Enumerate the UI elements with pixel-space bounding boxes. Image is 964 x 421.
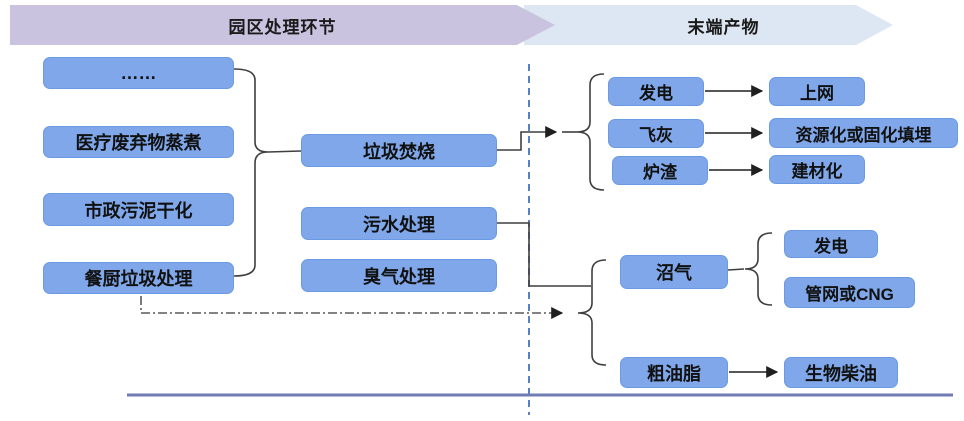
node-product-slag: 炉渣 [612, 156, 708, 185]
brace-kitchen-products [577, 259, 607, 366]
node-product-grease: 粗油脂 [620, 357, 728, 388]
arrow-incineration-to-products [497, 126, 558, 151]
brace-incineration-products [576, 73, 605, 191]
dashdot-kitchen-to-biogas-group [140, 296, 564, 319]
brace-sources-group [233, 68, 269, 277]
node-dest-building-materials: 建材化 [769, 155, 865, 184]
node-biogas-use-pipeline-cng: 管网或CNG [784, 277, 915, 308]
node-product-flyash: 飞灰 [608, 119, 704, 148]
banner-process-stage-label: 园区处理环节 [228, 17, 337, 37]
node-biogas-use-power: 发电 [784, 230, 878, 258]
line-brace-to-incineration [267, 150, 302, 153]
node-source-kitchen-waste: 餐厨垃圾处理 [43, 262, 234, 294]
banner-process-stage: 园区处理环节 [10, 5, 555, 45]
node-source-municipal-sludge: 市政污泥干化 [43, 193, 234, 226]
node-dest-biodiesel: 生物柴油 [784, 357, 898, 388]
banner-end-products: 末端产物 [524, 5, 893, 45]
node-product-biogas: 沼气 [620, 255, 728, 289]
node-source-more: …… [43, 57, 234, 89]
line-biogas-to-brace [727, 268, 745, 271]
node-product-power: 发电 [608, 77, 704, 106]
node-dest-landfill: 资源化或固化填埋 [769, 118, 958, 148]
node-process-sewage-treatment: 污水处理 [301, 207, 497, 240]
brace-biogas-uses [744, 232, 773, 306]
node-process-incineration: 垃圾焚烧 [301, 134, 497, 167]
line-sewage-to-biogas-group [497, 222, 591, 287]
node-source-medical-waste: 医疗废弃物蒸煮 [43, 126, 234, 158]
node-process-odor-treatment: 臭气处理 [301, 259, 497, 292]
banner-end-products-label: 末端产物 [687, 17, 760, 37]
node-dest-grid: 上网 [769, 77, 865, 106]
